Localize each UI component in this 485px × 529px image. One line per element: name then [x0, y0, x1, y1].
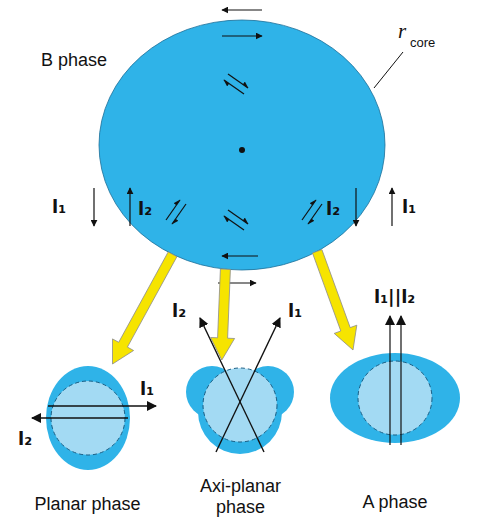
- core-node: B phase: [99, 20, 385, 270]
- vector-label: l₁||l₂: [374, 286, 415, 308]
- core-ellipse: [99, 20, 385, 270]
- transition-arrow: [313, 250, 357, 350]
- radius-symbol: r: [398, 20, 406, 42]
- vector-label: l₁: [52, 196, 66, 218]
- flow-arrows: [94, 10, 392, 283]
- radius-subscript: core: [410, 32, 435, 54]
- l-vector: [32, 417, 128, 418]
- phase-node: Planar phase: [25, 364, 150, 515]
- vector-label: l₂: [172, 300, 186, 322]
- counterflow-pairs: [166, 74, 322, 230]
- axiplanar-shape: [186, 366, 294, 454]
- phase-caption: Axi-planar phase: [178, 476, 303, 518]
- vector-label: l₁: [288, 300, 302, 322]
- phase-title: B phase: [41, 50, 107, 71]
- l-vector: [48, 405, 156, 406]
- vector-label: l₁: [140, 378, 154, 400]
- l-vector: [389, 316, 390, 445]
- aphase-shape: [330, 353, 460, 443]
- transition-arrow: [211, 269, 235, 360]
- phase-caption: Planar phase: [25, 494, 150, 515]
- vector-label: l₁: [402, 196, 416, 218]
- phase-node: A phase: [335, 350, 455, 513]
- center-dot: [239, 147, 245, 153]
- vector-label: l₂: [326, 198, 340, 220]
- phase-node: Axi-planar phase: [178, 360, 303, 518]
- transition-arrow: [113, 252, 177, 364]
- phase-caption: A phase: [335, 492, 455, 513]
- l-vector: [400, 316, 401, 445]
- sphere-outline: [358, 361, 432, 435]
- sphere-outline: [203, 368, 277, 442]
- vector-label: l₂: [138, 198, 152, 220]
- vector-label: l₂: [18, 428, 32, 450]
- leader-line: [374, 52, 403, 88]
